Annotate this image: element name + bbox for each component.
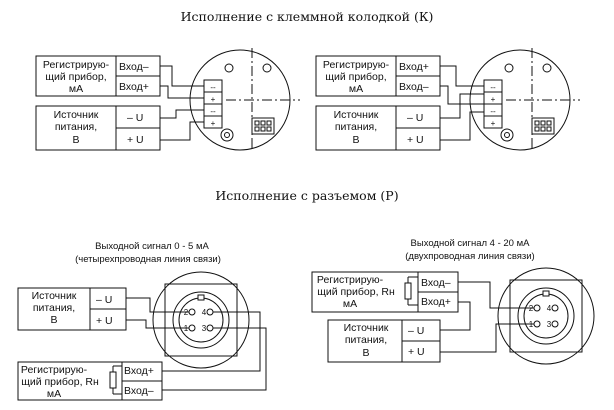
pin-3: 3 xyxy=(202,324,207,333)
signal-four-wire-sub: (четырехпроводная линия связи) xyxy=(75,254,221,265)
recorder-label-1: Регистрирую- xyxy=(21,364,88,376)
port-u-minus: – U xyxy=(407,112,423,124)
port-in-minus: Вход– xyxy=(119,61,149,73)
port-in-plus: Вход+ xyxy=(399,61,429,73)
source-label-1: Источник xyxy=(54,109,99,121)
connector-diagram-two-wire: Выходной сигнал 4 - 20 мА (двухпроводная… xyxy=(311,238,595,365)
source-label-3: В xyxy=(352,134,359,146)
screw-icon xyxy=(262,63,272,73)
port-u-plus: + U xyxy=(407,134,424,146)
recorder-label-3: мА xyxy=(69,83,83,95)
recorder-label-2-rh: щий прибор, Rн xyxy=(21,376,99,388)
recorder-label-1: Регистрирую- xyxy=(43,59,110,71)
terminal-diagram-right: Регистрирую- щий прибор, мА Вход+ Вход– … xyxy=(315,48,580,151)
title-terminal-version: Исполнение с клеммной колодкой (К) xyxy=(181,9,434,24)
source-label-2: питания, xyxy=(345,334,387,346)
signal-two-wire: Выходной сигнал 4 - 20 мА xyxy=(411,238,531,249)
port-in-minus: Вход– xyxy=(124,385,154,397)
port-u-plus: + U xyxy=(96,315,113,327)
ground-screw-icon xyxy=(500,128,514,142)
title-connector-version: Исполнение с разъемом (Р) xyxy=(215,188,398,203)
signal-two-wire-sub: (двухпроводная линия связи) xyxy=(405,251,534,262)
connector-flange xyxy=(509,279,583,353)
source-label-3: В xyxy=(72,134,79,146)
port-u-plus: + U xyxy=(127,134,144,146)
port-u-minus: – U xyxy=(96,294,112,306)
recorder-label-3: мА xyxy=(47,388,61,400)
pin-4: 4 xyxy=(547,304,552,313)
recorder-label-1: Регистрирую- xyxy=(323,59,390,71)
port-u-minus: – U xyxy=(408,325,424,337)
recorder-label-2: щий прибор, xyxy=(45,71,106,83)
pin-3: 3 xyxy=(547,320,552,329)
connector-diagram-four-wire: Выходной сигнал 0 - 5 мА (четырехпроводн… xyxy=(17,241,267,401)
source-label-2: питания, xyxy=(33,302,75,314)
signal-four-wire: Выходной сигнал 0 - 5 мА xyxy=(95,241,209,252)
connector-pads xyxy=(531,117,555,135)
terminal-mark-2: + xyxy=(491,95,496,104)
load-resistor-icon xyxy=(109,371,117,389)
source-label-3: В xyxy=(362,347,369,359)
source-label-3: В xyxy=(50,314,57,326)
terminal-mark-1: -- xyxy=(210,83,216,92)
terminal-mark-3: -- xyxy=(490,107,496,116)
connector-housing xyxy=(497,267,595,365)
port-u-plus: + U xyxy=(408,346,425,358)
source-label-2: питания, xyxy=(335,121,377,133)
source-label-1: Источник xyxy=(32,290,77,302)
terminal-mark-4: + xyxy=(491,119,496,128)
connector-housing xyxy=(152,271,250,369)
connector-pads xyxy=(251,117,275,135)
recorder-label-2: щий прибор, xyxy=(325,71,386,83)
recorder-box xyxy=(17,361,163,401)
terminal-mark-2: + xyxy=(211,95,216,104)
port-in-minus: Вход– xyxy=(421,277,451,289)
terminal-mark-3: -- xyxy=(210,107,216,116)
source-label-1: Источник xyxy=(344,322,389,334)
source-label-1: Источник xyxy=(334,109,379,121)
port-in-plus: Вход+ xyxy=(421,296,451,308)
recorder-label-3: мА xyxy=(343,298,357,310)
terminal-diagram-left: Регистрирую- щий прибор, мА Вход– Вход+ … xyxy=(35,48,300,151)
recorder-box xyxy=(315,55,441,97)
pin-4: 4 xyxy=(202,308,207,317)
terminal-mark-1: -- xyxy=(490,83,496,92)
port-u-minus: – U xyxy=(127,112,143,124)
load-resistor-icon xyxy=(404,282,412,300)
ground-screw-icon xyxy=(220,128,234,142)
recorder-label-1: Регистрирую- xyxy=(317,274,384,286)
connector-flange xyxy=(164,283,238,357)
port-in-minus: Вход– xyxy=(399,81,429,93)
port-in-plus: Вход+ xyxy=(124,365,154,377)
terminal-mark-4: + xyxy=(211,119,216,128)
screw-icon xyxy=(224,63,234,73)
port-in-plus: Вход+ xyxy=(119,81,149,93)
recorder-label-3: мА xyxy=(349,83,363,95)
recorder-label-2-rh: щий прибор, Rн xyxy=(317,286,395,298)
screw-icon xyxy=(542,63,552,73)
source-label-2: питания, xyxy=(55,121,97,133)
screw-icon xyxy=(504,63,514,73)
